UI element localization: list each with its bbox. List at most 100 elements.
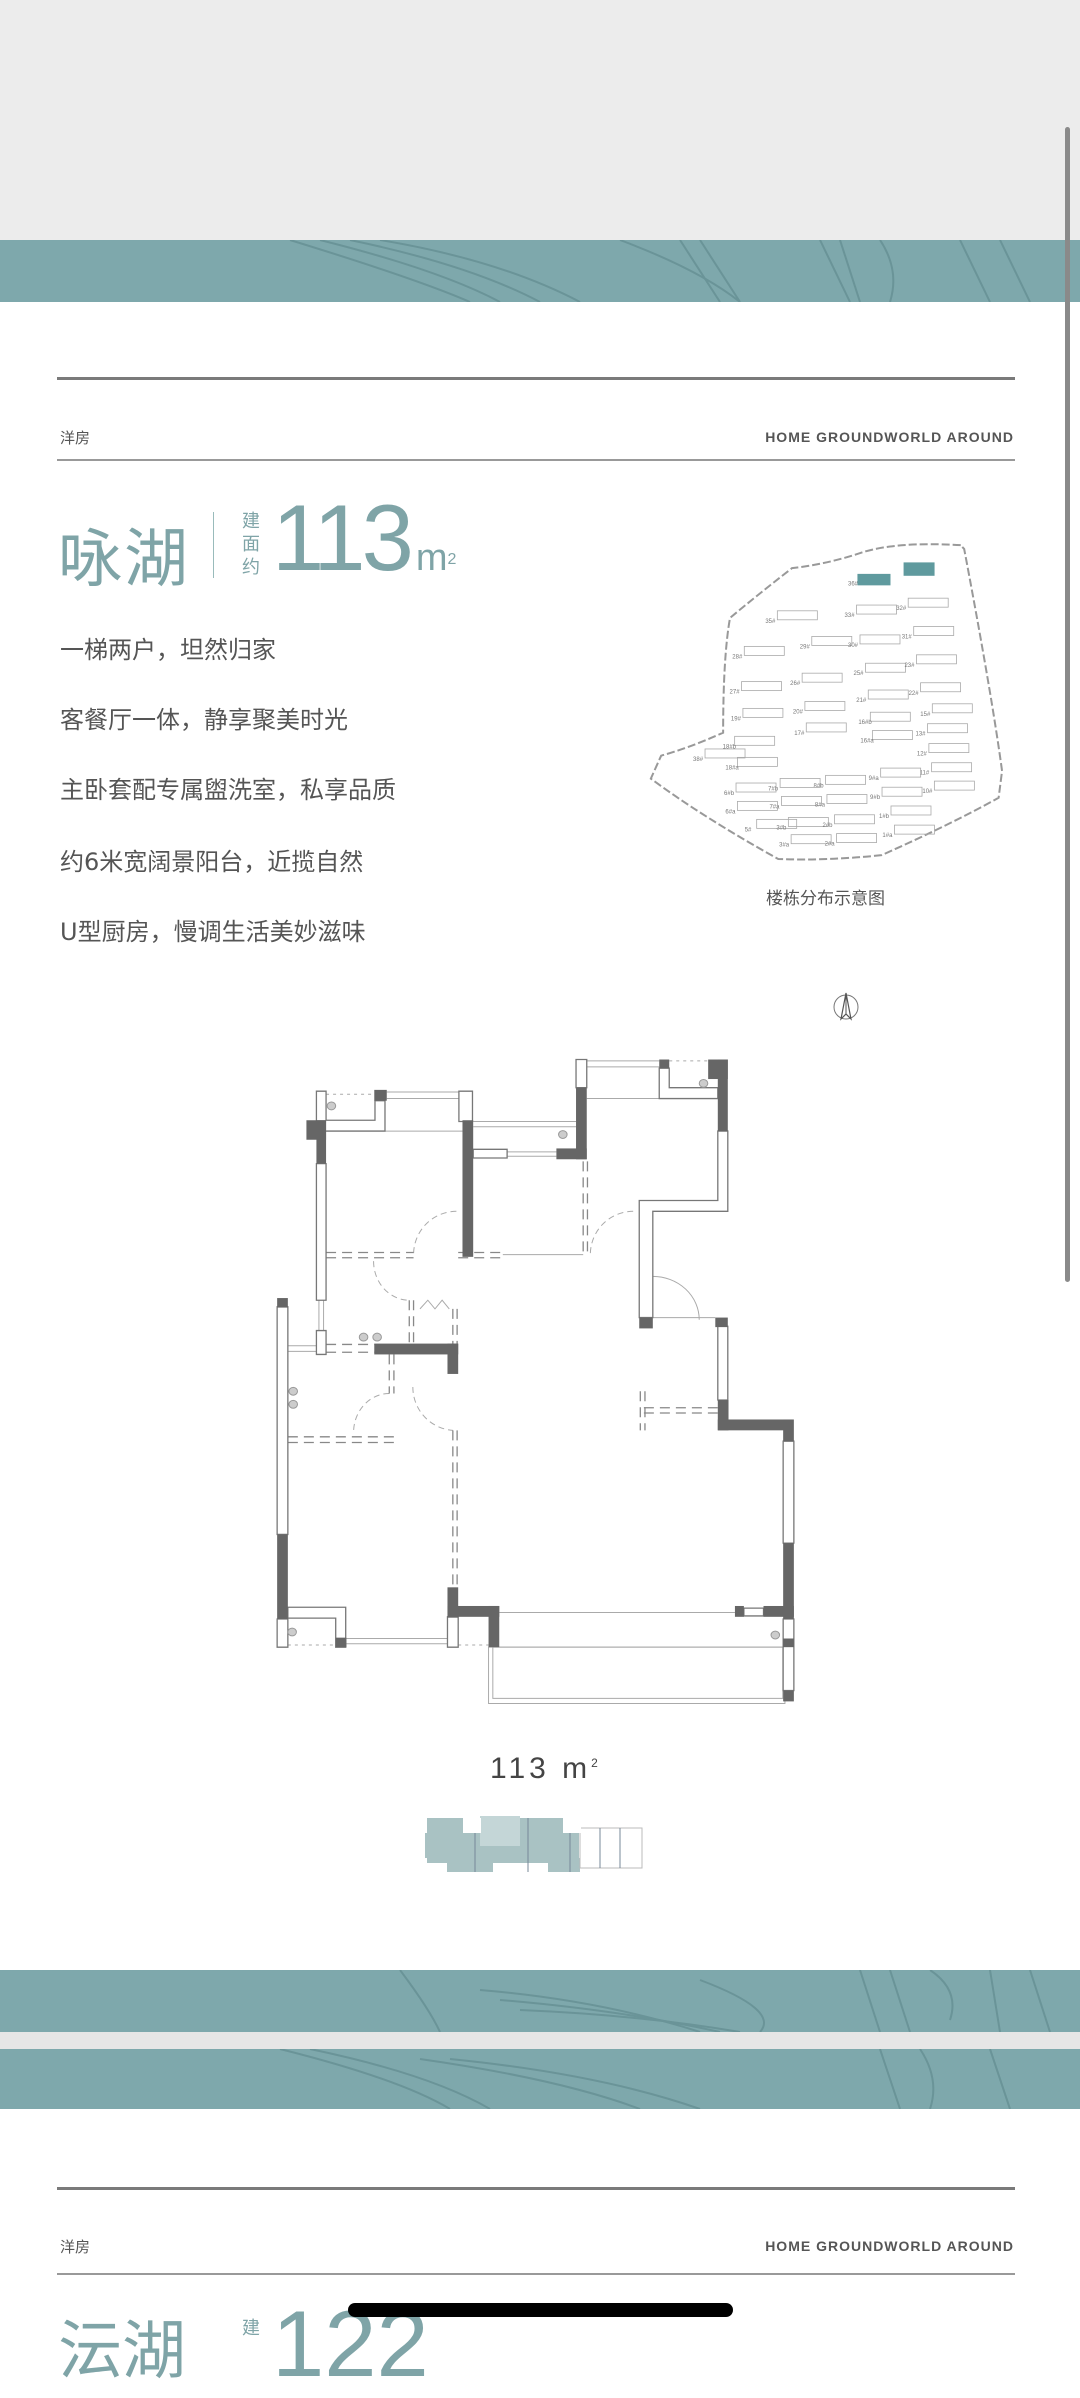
section-category: 洋房 — [60, 429, 91, 447]
building-block — [916, 654, 957, 665]
building-label: 32# — [896, 606, 907, 612]
building-label: 17# — [794, 731, 805, 737]
building-label: 33# — [845, 613, 856, 619]
building-label: 36# — [848, 582, 859, 588]
building-label: 15# — [920, 712, 931, 718]
divider — [57, 459, 1015, 461]
section-tagline: HOME GROUNDWORLD AROUND — [765, 2238, 1014, 2254]
building-block — [859, 634, 901, 645]
building-label: 25# — [854, 671, 865, 677]
scrollbar[interactable] — [1065, 127, 1070, 1282]
building-block — [756, 818, 798, 829]
building-block — [826, 794, 868, 804]
leaf-pattern-icon — [289, 240, 1031, 302]
area-value: 113 — [272, 485, 414, 590]
building-label: 13# — [915, 732, 926, 738]
building-block — [927, 723, 968, 734]
building-block — [834, 814, 875, 825]
building-label: 27# — [730, 690, 741, 696]
building-block — [881, 786, 923, 797]
building-label: 28# — [732, 654, 743, 660]
building-label: 18#b — [723, 744, 737, 750]
building-block — [779, 778, 821, 788]
home-indicator[interactable] — [348, 2303, 733, 2317]
building-block — [704, 748, 746, 759]
area-display: 113 m2 — [272, 488, 456, 588]
unit-name: 咏湖 — [58, 523, 190, 597]
building-block — [890, 805, 932, 816]
floor-plan-area-sup: 2 — [591, 1756, 602, 1770]
leaf-pattern-icon — [279, 2049, 1011, 2109]
browser-top-area — [0, 0, 1080, 240]
building-label: 16#a — [860, 739, 874, 745]
building-block — [787, 817, 829, 827]
building-block — [869, 711, 911, 722]
decorative-leaf-banner — [0, 240, 1080, 302]
area-unit-sup: 2 — [447, 551, 457, 568]
building-block — [825, 774, 866, 785]
building-label: 23# — [904, 663, 915, 669]
building-label: 8#b — [814, 783, 825, 789]
building-block — [867, 689, 909, 700]
decorative-leaf-banner — [0, 1970, 1080, 2032]
building-label: 19# — [731, 716, 742, 722]
feature-item: 主卧套配专属盥洗室，私享品质 — [60, 776, 396, 804]
building-block — [801, 672, 843, 683]
leaf-pattern-icon — [399, 1970, 1051, 2032]
building-label: 1#a — [882, 833, 893, 839]
building-label: 6#b — [724, 791, 735, 797]
building-label: 3#a — [779, 843, 790, 849]
site-map: 36#35#33#32#28#29#30#31#27#26#25#23#19#2… — [0, 0, 1080, 900]
building-block — [790, 834, 832, 845]
building-label: 8#a — [815, 803, 826, 809]
building-label: 10# — [922, 789, 933, 795]
building-block — [737, 756, 778, 767]
building-label: 7#b — [768, 786, 779, 792]
building-label: 5# — [745, 827, 752, 833]
area-label: 建面约 — [242, 511, 260, 578]
building-block — [933, 780, 975, 791]
building-block — [880, 767, 922, 778]
building-block — [920, 682, 962, 693]
building-block — [743, 645, 785, 656]
divider — [57, 2273, 1015, 2275]
building-block — [735, 782, 777, 793]
building-label: 20# — [793, 710, 804, 716]
building-block — [811, 636, 853, 646]
building-block — [836, 833, 877, 843]
building-block — [781, 796, 822, 806]
building-label: 29# — [800, 644, 811, 650]
building-block — [928, 743, 970, 754]
building-block — [804, 701, 846, 711]
building-label: 18#a — [725, 765, 739, 771]
building-block — [734, 735, 776, 746]
north-compass-icon — [833, 992, 859, 1021]
section-tagline: HOME GROUNDWORLD AROUND — [765, 429, 1014, 445]
building-block — [776, 610, 818, 621]
building-label: 11# — [920, 771, 930, 777]
building-block — [742, 707, 784, 718]
divider — [57, 2187, 1015, 2190]
feature-item: 一梯两户，坦然归家 — [60, 636, 276, 664]
building-label: 38# — [693, 757, 704, 763]
feature-item: 约6米宽阔景阳台，近揽自然 — [60, 848, 364, 876]
key-plan-thumbnail — [425, 1816, 643, 1872]
floor-plan-label: 113 m2 — [490, 1752, 602, 1786]
building-block — [865, 662, 906, 673]
next-unit-name: 沄湖 — [58, 2315, 186, 2389]
building-label: 16#b — [858, 720, 872, 726]
building-label: 6#a — [725, 809, 736, 815]
building-label: 2#b — [823, 823, 834, 829]
building-label: 1#b — [879, 814, 890, 820]
feature-item: 客餐厅一体，静享聚美时光 — [60, 706, 348, 734]
area-unit-text: m — [415, 537, 448, 579]
building-block — [931, 703, 973, 714]
floor-plan — [0, 0, 1080, 1760]
building-block — [931, 762, 973, 773]
building-block — [907, 597, 949, 608]
building-label: 22# — [909, 691, 920, 697]
building-label: 9#a — [869, 776, 880, 782]
building-block — [871, 730, 913, 740]
divider — [57, 377, 1015, 380]
section-category: 洋房 — [60, 2238, 91, 2256]
